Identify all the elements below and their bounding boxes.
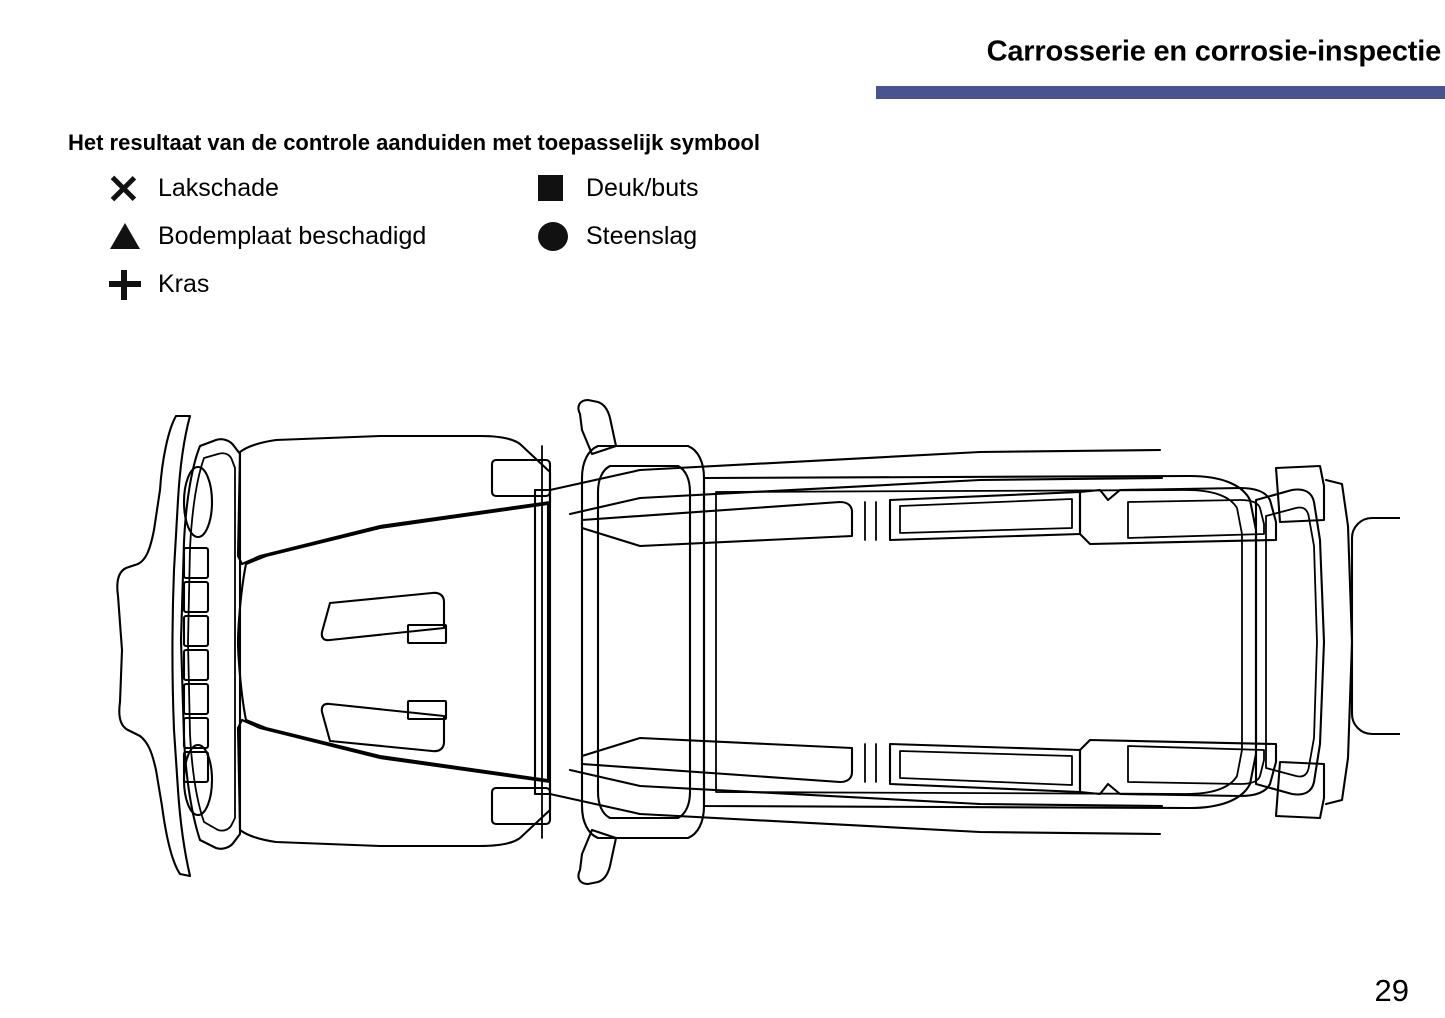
legend-heading: Het resultaat van de controle aanduiden … <box>68 130 760 155</box>
windshield-frame-inner <box>596 464 692 820</box>
legend-item-bodemplaat: Bodemplaat beschadigd <box>110 216 426 256</box>
rear-door-right-inner <box>899 750 1073 786</box>
windshield-hinge-lower <box>490 786 552 826</box>
header-rule <box>876 86 1445 99</box>
legend-item-label: Kras <box>158 269 210 298</box>
page-title: Carrosserie en corrosie-inspectie <box>986 35 1442 68</box>
triangle-icon <box>110 216 156 256</box>
tailgate-inner <box>1265 506 1318 778</box>
windshield-hinge-upper <box>490 458 552 498</box>
windshield-frame-outer <box>580 444 706 840</box>
rear-body-edge <box>1324 478 1354 806</box>
hood-latch-left <box>406 623 448 645</box>
legend-item-lakschade: Lakschade <box>110 168 279 208</box>
front-fender-right <box>236 718 552 848</box>
hood-vent-left <box>320 591 446 642</box>
front-fender-left <box>236 434 552 566</box>
vehicle-top-view-diagram[interactable] <box>80 350 1400 910</box>
rear-fender-left-inner <box>1127 499 1265 539</box>
front-door-left <box>580 500 854 548</box>
rear-fender-right-inner <box>1127 745 1265 785</box>
body-side-right-upper <box>548 792 1162 836</box>
legend-item-label: Steenslag <box>586 221 698 250</box>
grille-slot-1 <box>182 546 210 580</box>
tailgate <box>1254 488 1326 796</box>
rear-door-left-inner <box>899 498 1073 534</box>
page-header: Carrosserie en corrosie-inspectie <box>0 0 1445 104</box>
legend-item-steenslag: Steenslag <box>538 216 697 256</box>
grille-slot-7 <box>182 750 210 784</box>
plus-icon <box>109 264 156 304</box>
legend-item-label: Bodemplaat beschadigd <box>158 221 427 250</box>
page-number: 29 <box>1374 973 1409 1008</box>
grille-inner-frame <box>187 452 236 832</box>
hood-vent-right <box>320 702 446 753</box>
spare-tire <box>1350 516 1400 736</box>
legend-item-label: Lakschade <box>158 173 279 202</box>
grille-frame <box>179 438 242 850</box>
grille-slot-4 <box>182 648 210 682</box>
circle-icon <box>538 216 584 256</box>
front-door-right <box>580 736 854 784</box>
body-side-right-edge <box>568 768 1164 808</box>
legend-item-deukbuts: Deuk/buts <box>538 168 699 208</box>
grille-slot-6 <box>182 716 210 750</box>
mirror-left <box>577 398 618 456</box>
grille-slot-3 <box>182 614 210 648</box>
hood-latch-right <box>406 699 448 721</box>
body-side-left-edge <box>568 476 1164 516</box>
cross-x-icon <box>110 168 156 208</box>
mirror-right <box>577 828 618 886</box>
grille-slot-2 <box>182 580 210 614</box>
grille-slot-5 <box>182 682 210 716</box>
roof <box>702 474 1258 810</box>
tailgate-hinge-upper <box>1274 464 1326 524</box>
hood <box>236 502 550 782</box>
headlight-left <box>182 465 214 539</box>
legend-item-kras: Kras <box>109 264 210 304</box>
tailgate-hinge-lower <box>1274 760 1326 820</box>
roof-inner-seam <box>715 489 1243 795</box>
front-bumper <box>116 414 192 878</box>
legend-item-label: Deuk/buts <box>586 173 699 202</box>
body-side-left-upper <box>548 448 1162 492</box>
square-icon <box>538 168 584 208</box>
